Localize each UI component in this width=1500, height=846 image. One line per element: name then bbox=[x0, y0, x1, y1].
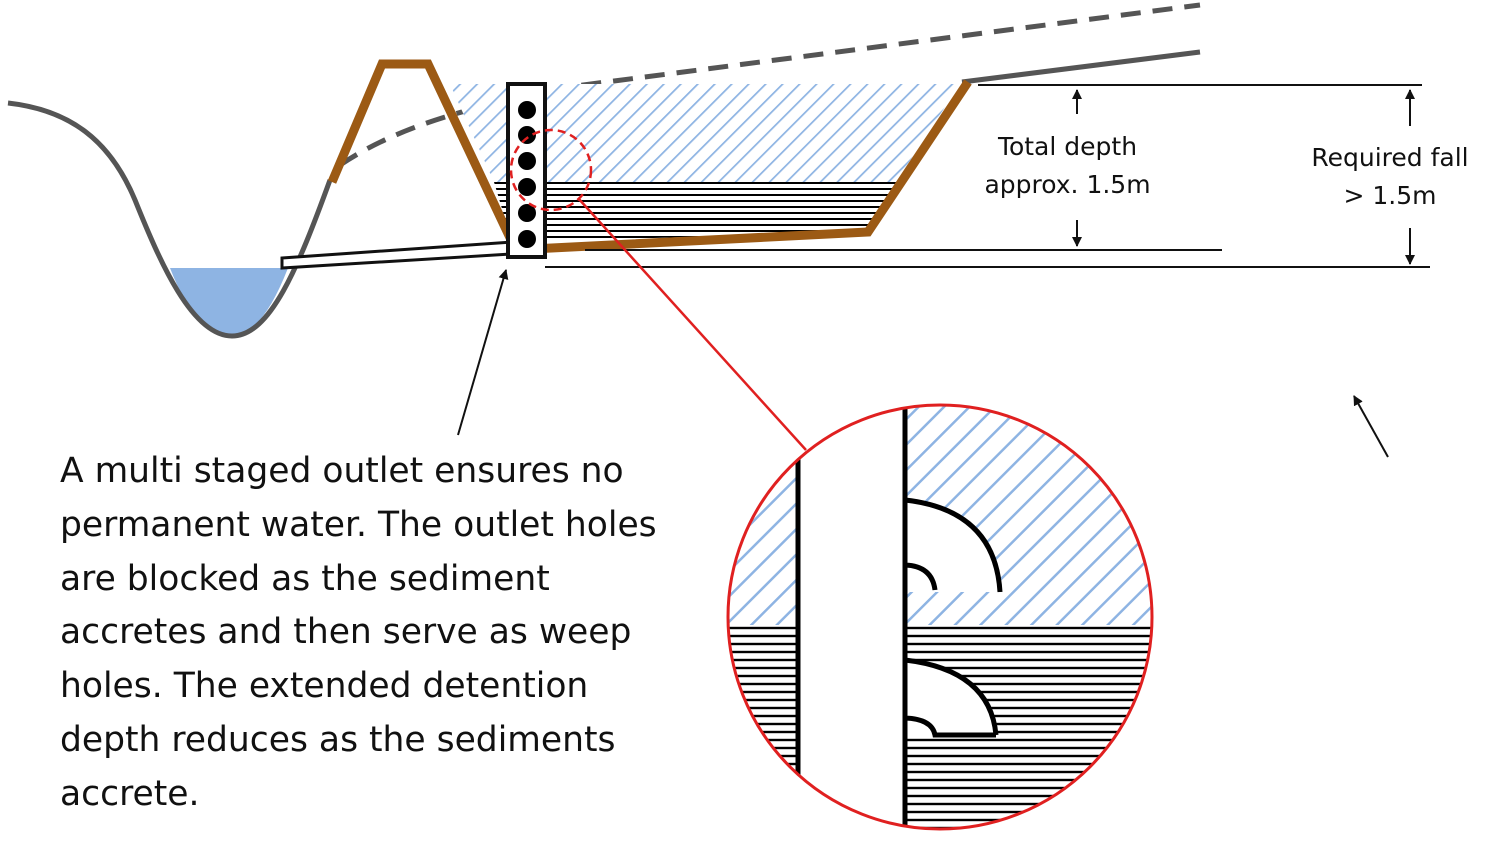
caption-pointer-arrow bbox=[457, 269, 509, 436]
caption-line: depth reduces as the sediments bbox=[60, 719, 616, 760]
basin-liner bbox=[511, 79, 972, 255]
required-fall-line-1: Required fall bbox=[1311, 143, 1469, 172]
zoom-detail-circle bbox=[726, 403, 1154, 831]
required-fall-label: Required fall > 1.5m bbox=[1295, 139, 1485, 215]
ground-surface-line bbox=[961, 49, 1201, 85]
total-depth-line-1: Total depth bbox=[997, 132, 1138, 161]
riser-holes bbox=[518, 101, 536, 248]
zoom-detail bbox=[728, 405, 1152, 829]
caption-line: accrete. bbox=[60, 773, 200, 814]
outlet-caption: A multi staged outlet ensures no permane… bbox=[60, 445, 700, 822]
embankment-left bbox=[327, 59, 517, 244]
stray-arrow bbox=[1353, 395, 1389, 458]
detention-water-zone bbox=[450, 84, 960, 182]
sediment-zone bbox=[494, 182, 896, 242]
caption-line: holes. The extended detention bbox=[60, 666, 589, 707]
zoom-connector-line bbox=[577, 197, 807, 451]
outlet-pipe bbox=[280, 240, 514, 270]
required-fall-line-2: > 1.5m bbox=[1343, 181, 1437, 210]
caption-line: permanent water. The outlet holes bbox=[60, 504, 657, 545]
caption-line: are blocked as the sediment bbox=[60, 558, 550, 599]
zoom-indicator-circle bbox=[509, 128, 593, 212]
caption-line: A multi staged outlet ensures no bbox=[60, 451, 624, 491]
caption-line: accretes and then serve as weep bbox=[60, 612, 632, 653]
natural-ground-line bbox=[7, 100, 333, 339]
total-depth-label: Total depth approx. 1.5m bbox=[975, 128, 1160, 204]
total-depth-line-2: approx. 1.5m bbox=[984, 170, 1151, 199]
